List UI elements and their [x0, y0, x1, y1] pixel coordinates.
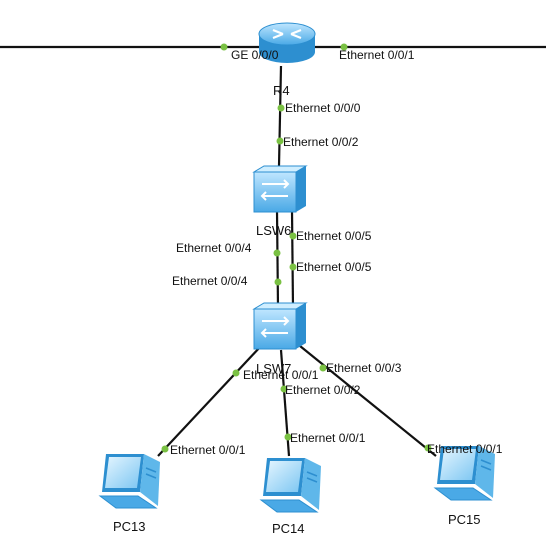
link-lsw7-pc13[interactable]: [157, 345, 262, 457]
port-label-lsw6-left: Ethernet 0/0/4: [176, 241, 252, 255]
link-lsw6-lsw7-b[interactable]: [290, 209, 295, 309]
port-label-pc13: Ethernet 0/0/1: [170, 443, 246, 457]
port-dot-lsw6-left: [273, 249, 281, 257]
device-label-pc13: PC13: [113, 519, 146, 534]
link-lsw6-lsw7-a[interactable]: [275, 209, 280, 309]
link-r4-lsw6[interactable]: [277, 65, 283, 167]
port-dot-pc15: [424, 444, 432, 452]
pc-13[interactable]: [98, 454, 160, 509]
port-dot-lsw7-pc14: [280, 385, 288, 393]
link-lsw7-pc15[interactable]: [299, 345, 437, 457]
port-label-lsw6-right: Ethernet 0/0/5: [296, 229, 372, 243]
switch-lsw6[interactable]: [252, 165, 308, 213]
pc-15[interactable]: [433, 446, 495, 501]
port-dot-lsw6-right: [289, 232, 297, 240]
device-label-lsw6: LSW6: [256, 223, 291, 238]
port-dot-r4-left: [220, 43, 228, 51]
port-dots: [161, 43, 432, 453]
port-dot-lsw6-up: [276, 137, 284, 145]
port-label-r4-right: Ethernet 0/0/1: [339, 48, 415, 62]
device-label-r4: R4: [273, 83, 290, 98]
device-label-pc15: PC15: [448, 512, 481, 527]
port-label-lsw7-pc15: Ethernet 0/0/3: [326, 361, 402, 375]
switch-icon: [252, 165, 308, 213]
pc-14[interactable]: [259, 458, 321, 513]
port-dot-pc14: [284, 433, 292, 441]
port-label-lsw7-right-up: Ethernet 0/0/5: [296, 260, 372, 274]
switch-lsw7[interactable]: [252, 302, 308, 350]
switch-icon: [252, 302, 308, 350]
links: [0, 45, 546, 457]
port-label-pc14: Ethernet 0/0/1: [290, 431, 366, 445]
device-label-pc14: PC14: [272, 521, 305, 536]
port-label-lsw7-left-up: Ethernet 0/0/4: [172, 274, 248, 288]
router-icon: [258, 22, 316, 63]
port-label-lsw7-pc13: Ethernet 0/0/1: [243, 368, 319, 382]
pc-icon: [433, 446, 495, 501]
port-label-r4-left: GE 0/0/0: [231, 48, 279, 62]
port-label-r4-down: Ethernet 0/0/0: [285, 101, 361, 115]
port-dot-lsw7-right-up: [289, 263, 297, 271]
device-label-lsw7: LSW7: [256, 361, 291, 376]
port-label-pc15: Ethernet 0/0/1: [427, 442, 503, 456]
port-dot-r4-right: [340, 43, 348, 51]
port-dot-lsw7-pc13: [232, 369, 240, 377]
pc-icon: [98, 454, 160, 509]
port-dot-lsw7-pc15: [319, 364, 327, 372]
port-dot-r4-down: [277, 104, 285, 112]
port-labels: GE 0/0/0 Ethernet 0/0/1 Ethernet 0/0/0 E…: [170, 48, 503, 457]
router-r4[interactable]: [258, 22, 316, 63]
port-dot-pc13: [161, 445, 169, 453]
port-label-lsw7-pc14: Ethernet 0/0/2: [285, 383, 361, 397]
pc-icon: [259, 458, 321, 513]
port-dot-lsw7-left-up: [274, 278, 282, 286]
port-label-lsw6-up: Ethernet 0/0/2: [283, 135, 359, 149]
